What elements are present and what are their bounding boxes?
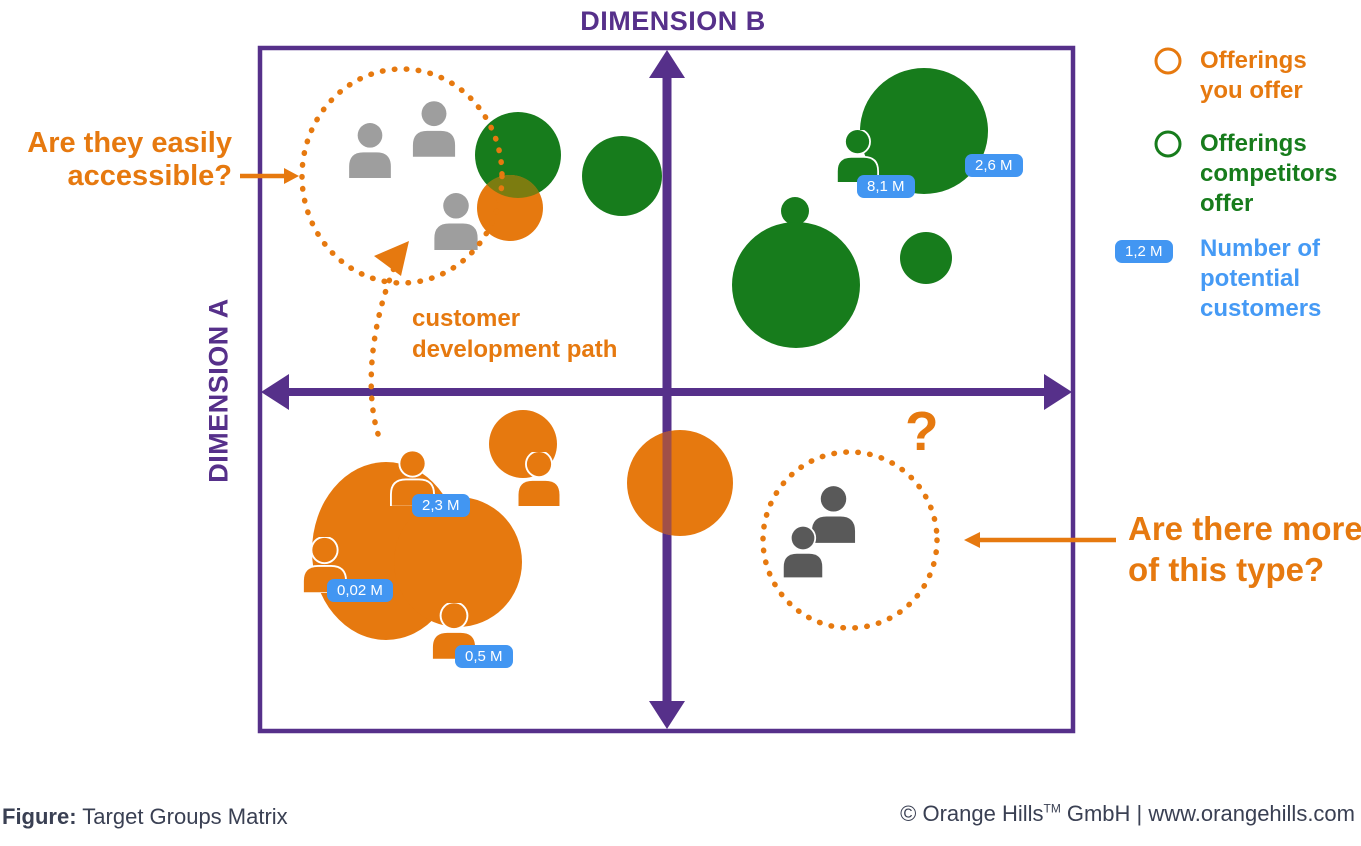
more-type-arrow bbox=[964, 532, 1116, 548]
gray-person-icon bbox=[432, 193, 480, 250]
more-type-annotation: Are there more of this type? bbox=[1128, 508, 1361, 590]
question-mark: ? bbox=[905, 400, 939, 462]
legend-count-badge: 1,2 M bbox=[1115, 240, 1173, 263]
competitor-offering-bubble bbox=[475, 112, 561, 198]
competitor-offering-bubble bbox=[860, 68, 988, 194]
gray-person-icon bbox=[347, 123, 393, 178]
legend-you-offer-line2: you offer bbox=[1200, 77, 1303, 104]
copyright-text: © Orange Hills bbox=[900, 801, 1044, 826]
legend-you-offer-line1: Offerings bbox=[1200, 47, 1307, 74]
target-group-people-dark bbox=[782, 486, 857, 578]
legend-competitors-label: Offerings competitors offer bbox=[1200, 129, 1337, 219]
x-axis-title: DIMENSION B bbox=[580, 6, 766, 36]
figure-caption: Figure: Target Groups Matrix bbox=[2, 804, 288, 830]
matrix-border bbox=[257, 45, 1076, 734]
more-type-annotation-line2: of this type? bbox=[1128, 551, 1325, 588]
customer-count-badge: 0,02 M bbox=[327, 579, 393, 602]
y-axis-arrow-top-icon bbox=[649, 50, 685, 78]
copyright-line: © Orange HillsTM GmbH | www.orangehills.c… bbox=[900, 801, 1355, 827]
customer-count-badge: 2,6 M bbox=[965, 154, 1023, 177]
figure-caption-title: Target Groups Matrix bbox=[82, 804, 288, 829]
legend-competitor-offering-circle-icon bbox=[1154, 130, 1182, 158]
own-offering-bubble bbox=[394, 497, 522, 627]
accessible-annotation-line2: accessible? bbox=[67, 160, 232, 192]
axis-overlap-stripe bbox=[662, 430, 672, 536]
legend-competitors-line2: competitors bbox=[1200, 160, 1338, 187]
competitor-offering-bubble bbox=[732, 222, 860, 348]
development-path-label: customer development path bbox=[412, 303, 617, 365]
legend-customers-line2: potential bbox=[1200, 265, 1300, 292]
target-group-ellipse-bottomright bbox=[760, 449, 940, 631]
accessible-arrow bbox=[240, 168, 299, 184]
legend-customers-line3: customers bbox=[1200, 295, 1322, 322]
competitor-offering-bubble bbox=[900, 232, 952, 284]
customer-development-path bbox=[368, 241, 409, 437]
legend-customers-line1: Number of bbox=[1200, 235, 1320, 262]
own-offering-bubble-center bbox=[627, 430, 733, 536]
more-type-annotation-line1: Are there more bbox=[1128, 510, 1361, 547]
development-path-label-line1: customer bbox=[412, 305, 521, 332]
y-axis bbox=[649, 50, 685, 729]
x-axis-arrow-left-icon bbox=[261, 374, 289, 410]
trademark-sup: TM bbox=[1043, 801, 1061, 816]
accessible-annotation: Are they easily accessible? bbox=[0, 127, 232, 193]
y-axis-title: DIMENSION A bbox=[203, 298, 234, 483]
own-offerings-group bbox=[302, 410, 562, 659]
legend-competitors-line3: offer bbox=[1200, 190, 1254, 217]
competitor-offering-bubble bbox=[582, 136, 662, 216]
dark-person-icon bbox=[810, 486, 857, 543]
company-suffix: GmbH | www.orangehills.com bbox=[1066, 801, 1355, 826]
legend-customers-label: Number of potential customers bbox=[1200, 234, 1321, 324]
legend-own-offering-circle-icon bbox=[1154, 47, 1182, 75]
customer-count-badge: 8,1 M bbox=[857, 175, 915, 198]
legend-you-offer-label: Offerings you offer bbox=[1200, 46, 1307, 106]
x-axis-arrow-right-icon bbox=[1044, 374, 1072, 410]
accessible-annotation-line1: Are they easily bbox=[27, 127, 232, 159]
target-group-ellipse-topleft bbox=[299, 66, 505, 286]
y-axis-arrow-bottom-icon bbox=[649, 701, 685, 729]
development-path-arrowhead-icon bbox=[374, 241, 409, 276]
arrow-right-icon bbox=[284, 168, 299, 184]
figure-caption-label: Figure: bbox=[2, 804, 77, 829]
competitor-offerings-group bbox=[732, 68, 988, 348]
development-path-curve bbox=[368, 265, 397, 437]
competitor-offering-bubble-small bbox=[781, 197, 809, 225]
y-axis-line bbox=[662, 74, 672, 706]
legend-competitors-line1: Offerings bbox=[1200, 130, 1307, 157]
development-path-label-line2: development path bbox=[412, 336, 618, 363]
arrow-left-icon bbox=[964, 532, 980, 548]
target-group-people-gray bbox=[347, 101, 480, 250]
customer-count-badge: 2,3 M bbox=[412, 494, 470, 517]
customer-count-badge: 0,5 M bbox=[455, 645, 513, 668]
gray-person-icon bbox=[411, 101, 457, 157]
